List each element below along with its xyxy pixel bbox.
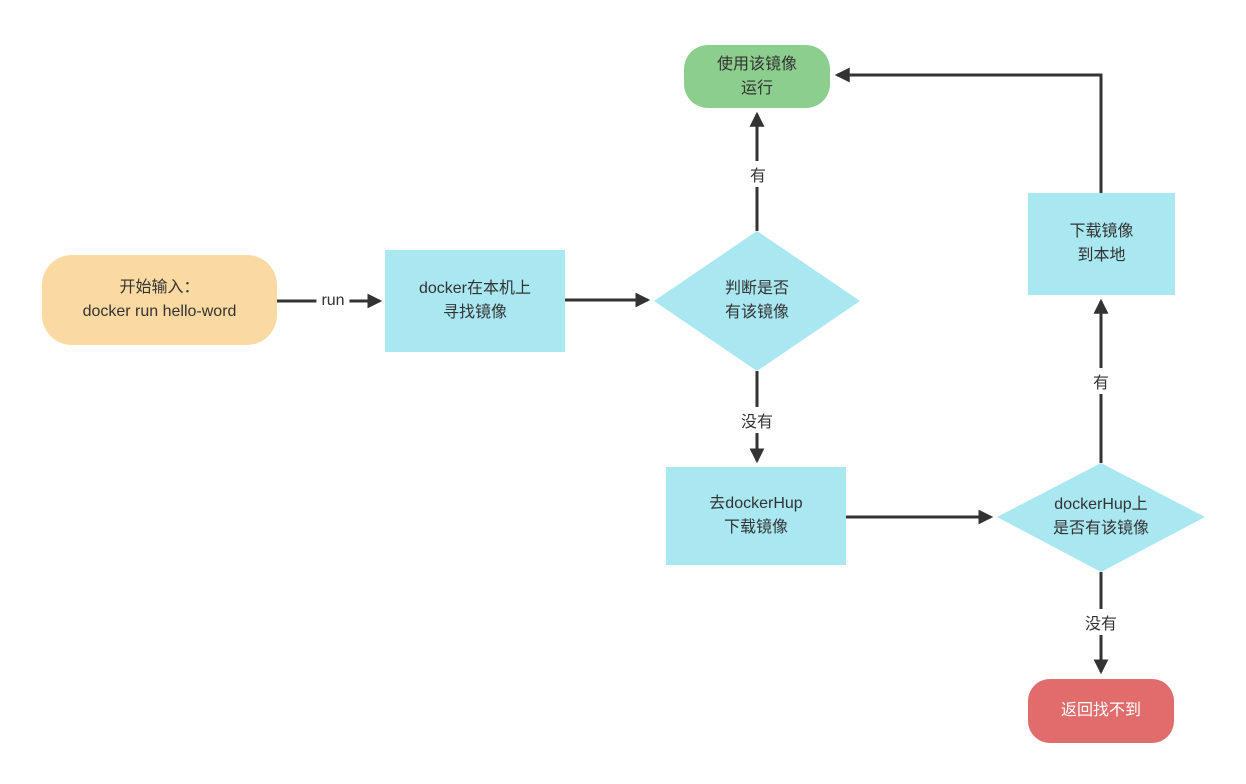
edge-label-has-hub: 有 — [1087, 368, 1115, 394]
edge-label-no-local: 没有 — [735, 407, 779, 433]
edge-label-no-hub: 没有 — [1079, 609, 1123, 635]
edge-label-has-local: 有 — [744, 161, 772, 187]
find-local-node-shape — [385, 250, 565, 352]
start-node-shape — [42, 255, 277, 345]
arrow-download-to-use-image — [834, 67, 1103, 193]
goto-hub-node-shape — [666, 467, 846, 565]
decision-local-node-shape — [654, 231, 860, 371]
use-image-node-shape — [684, 45, 830, 108]
edge-label-run: run — [316, 291, 350, 311]
not-found-node-shape — [1028, 679, 1174, 743]
download-image-node-shape — [1028, 193, 1175, 295]
decision-hub-node-shape — [997, 463, 1205, 572]
